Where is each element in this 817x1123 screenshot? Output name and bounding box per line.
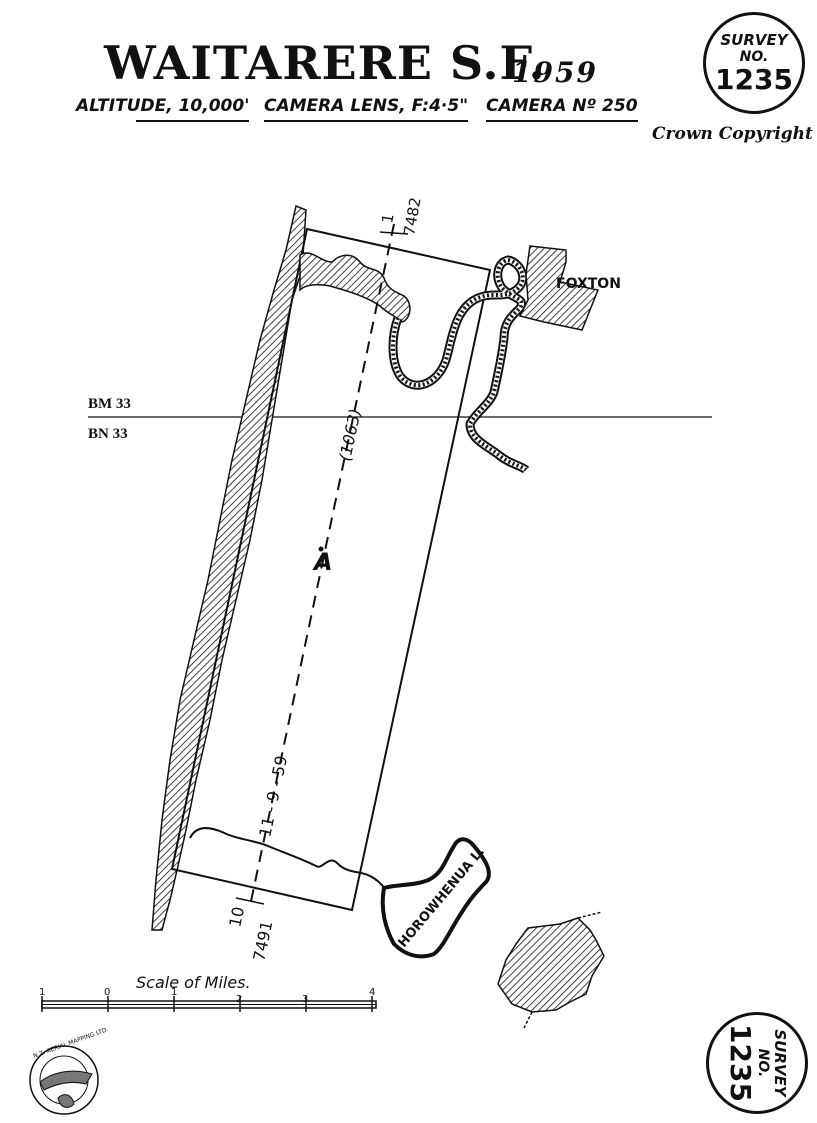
stamp-survey-word: SURVEY [720,30,788,49]
scale-tick-label: 1 [171,987,177,998]
logo-text: N.Z. AERIAL MAPPING LTD. [32,1026,109,1060]
map-title: WAITARERE S.F. [104,36,546,90]
map-year: 1959 [512,56,598,89]
flight-line [249,223,395,907]
foxton-town [518,245,600,331]
flight-start-number: 1 [378,212,397,225]
flight-photo-count: (1063) [335,407,365,463]
flight-start-film: 7482 [400,196,424,237]
flight-end-film: 7491 [249,919,276,963]
scale-tick-label: 0 [104,987,110,998]
scale-tick-label: 3 [302,994,308,1005]
coverage-strip [170,227,492,912]
lake-label: HOROWHENUA L. [396,844,488,950]
flight-end-tick [235,897,265,905]
lake-horowhenua [380,837,491,959]
survey-stamp-top: SURVEY NO. 1235 [703,12,805,114]
flight-end-number: 10 [225,905,248,929]
scale-tick-label: 2 [236,994,242,1005]
scale-tick-label: 4 [369,987,375,998]
lens-label: CAMERA LENS, F:4·5" [264,96,469,122]
point-a-marker [318,546,324,552]
stream [189,827,387,891]
scale-tick-label: 1 [39,987,45,998]
altitude-label: ALTITUDE, 10,000' [76,96,250,122]
point-a-label: A [312,548,333,576]
camera-label: CAMERA Nº 250 [486,96,638,122]
coastline [151,204,307,931]
aerial-mapping-logo [29,1045,99,1115]
flight-start-tick [379,231,409,235]
grid-label-bn33: BN 33 [88,426,128,442]
foxton-label: FOXTON [556,276,621,292]
stamp-no-word: NO. [739,48,769,65]
estuary [299,252,411,323]
scale-title: Scale of Miles. [136,973,251,992]
levin-town [497,917,605,1013]
flight-date: 11 - 9 - 59 [255,754,291,839]
stamp-number: 1235 [715,62,793,96]
grid-label-bm33: BM 33 [88,396,131,412]
copyright-notice: Crown Copyright [652,124,813,144]
